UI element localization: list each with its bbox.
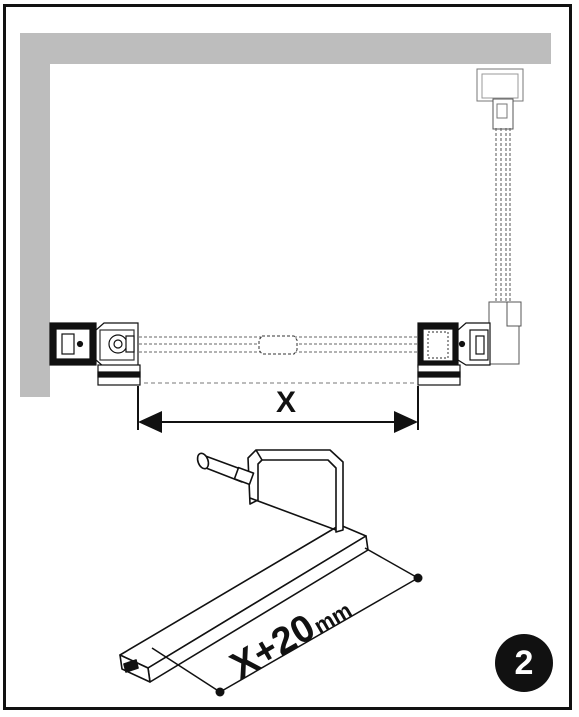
front-glass-panel: [139, 336, 418, 353]
cut-length-unit: mm: [310, 597, 356, 638]
dimension-cut-length: [151, 547, 423, 697]
right-wall-bracket: [417, 322, 491, 386]
side-glass-panel: [476, 68, 524, 365]
dimension-x: [137, 386, 419, 433]
left-wall-bracket: [49, 322, 141, 386]
glass-connector: [258, 335, 298, 355]
step-number-badge: 2: [495, 634, 553, 692]
dimension-x-label: X: [276, 386, 296, 419]
